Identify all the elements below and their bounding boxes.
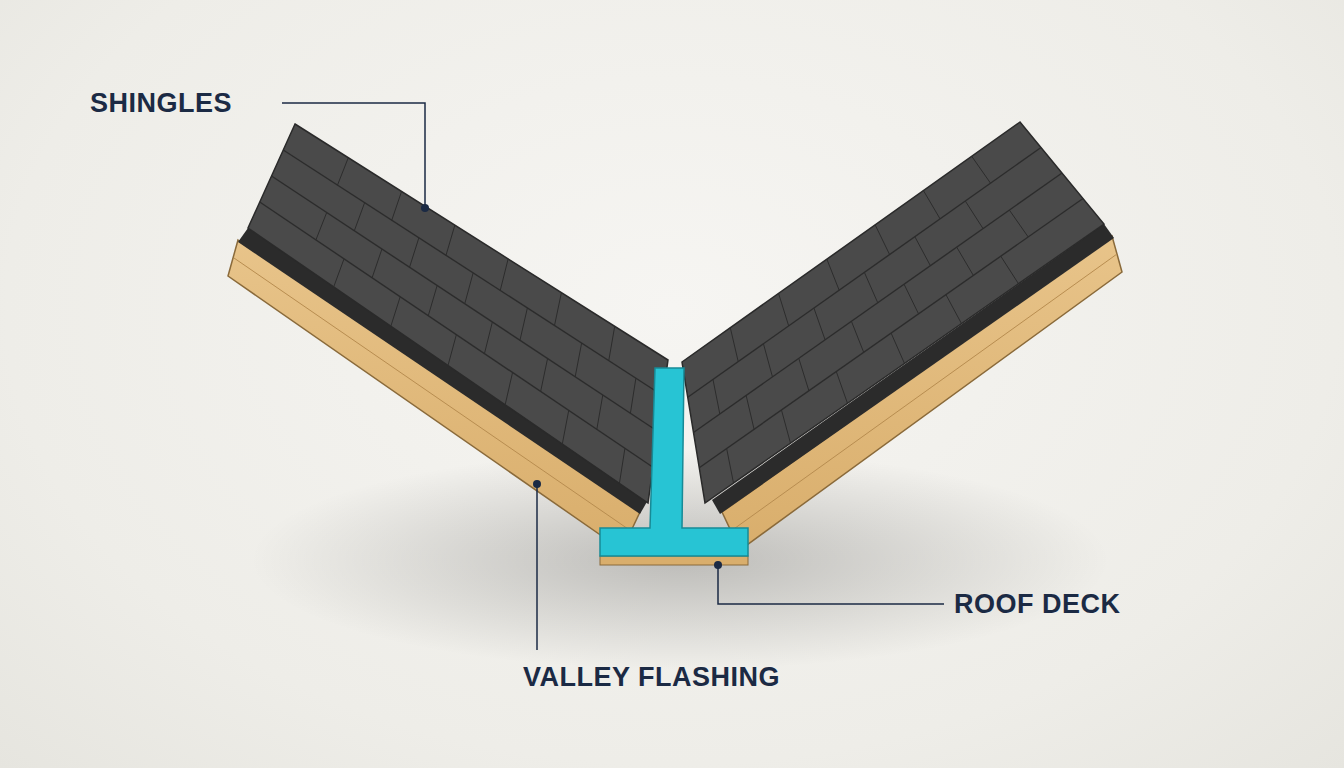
- shingle-line: [864, 272, 877, 302]
- shingle-line: [891, 333, 904, 363]
- shingle-line: [609, 326, 615, 360]
- shingle-line: [915, 237, 931, 266]
- shingle-line: [484, 322, 492, 354]
- shingle-line: [746, 395, 754, 429]
- shingle-line: [694, 173, 1063, 433]
- leader-line: [282, 103, 425, 205]
- shingle-line: [630, 378, 635, 413]
- leader-dot: [421, 204, 429, 212]
- shingle-line: [562, 410, 568, 444]
- shingle-line: [972, 156, 991, 183]
- shingle-line: [428, 286, 437, 316]
- shingle-line: [727, 449, 734, 484]
- shingle-line: [410, 238, 419, 267]
- shingle-line: [923, 191, 940, 219]
- shingle-line: [283, 150, 663, 396]
- shingle-line: [500, 259, 508, 291]
- shingles-right: [682, 122, 1104, 503]
- shingle-line: [520, 308, 527, 340]
- shingle-line: [334, 259, 344, 287]
- leader-dot: [714, 561, 722, 569]
- shingle-line: [904, 284, 918, 314]
- shingle-line: [541, 359, 548, 392]
- shingle-line: [875, 225, 889, 255]
- shingle-line: [392, 191, 402, 220]
- shingle-line: [555, 293, 562, 326]
- shingle-line: [814, 308, 825, 340]
- shingle-line: [446, 225, 455, 255]
- shingle-line: [260, 202, 653, 467]
- shingle-line: [272, 176, 659, 432]
- shingle-line: [465, 273, 473, 304]
- shingle-line: [372, 249, 382, 278]
- leader-line: [536, 487, 538, 650]
- shingles-left: [248, 124, 668, 503]
- shingle-line: [505, 373, 512, 405]
- valley-flashing-label: VALLEY FLASHING: [523, 664, 780, 691]
- shingle-line: [699, 199, 1083, 468]
- shingles-label: SHINGLES: [90, 90, 232, 117]
- shingle-line: [946, 295, 962, 324]
- valley-flashing: [600, 368, 748, 556]
- flashing-base-deck: [600, 556, 748, 565]
- leader-dot: [533, 480, 541, 488]
- shingle-line: [763, 344, 772, 377]
- shingle-line: [965, 201, 983, 229]
- shingle-line: [957, 247, 974, 275]
- shingle-line: [1009, 210, 1028, 237]
- shingle-line: [688, 148, 1041, 398]
- shingle-line: [354, 203, 364, 231]
- shingle-line: [448, 335, 456, 366]
- shingle-line: [781, 410, 790, 443]
- shingle-line: [575, 343, 581, 377]
- shingle-line: [836, 372, 847, 404]
- roof-deck-label: ROOF DECK: [954, 591, 1121, 618]
- shingle-line: [730, 328, 738, 362]
- shingle-line: [779, 293, 789, 325]
- leader-line: [718, 568, 944, 604]
- shingle-line: [338, 158, 349, 185]
- shingle-line: [713, 379, 720, 414]
- shingle-line: [851, 321, 863, 352]
- shingle-line: [316, 213, 327, 240]
- shingle-line: [827, 259, 839, 290]
- shingle-line: [619, 448, 624, 483]
- shingle-line: [391, 297, 400, 326]
- shingle-line: [597, 395, 603, 429]
- shingle-line: [799, 358, 809, 390]
- shingle-line: [1001, 256, 1019, 284]
